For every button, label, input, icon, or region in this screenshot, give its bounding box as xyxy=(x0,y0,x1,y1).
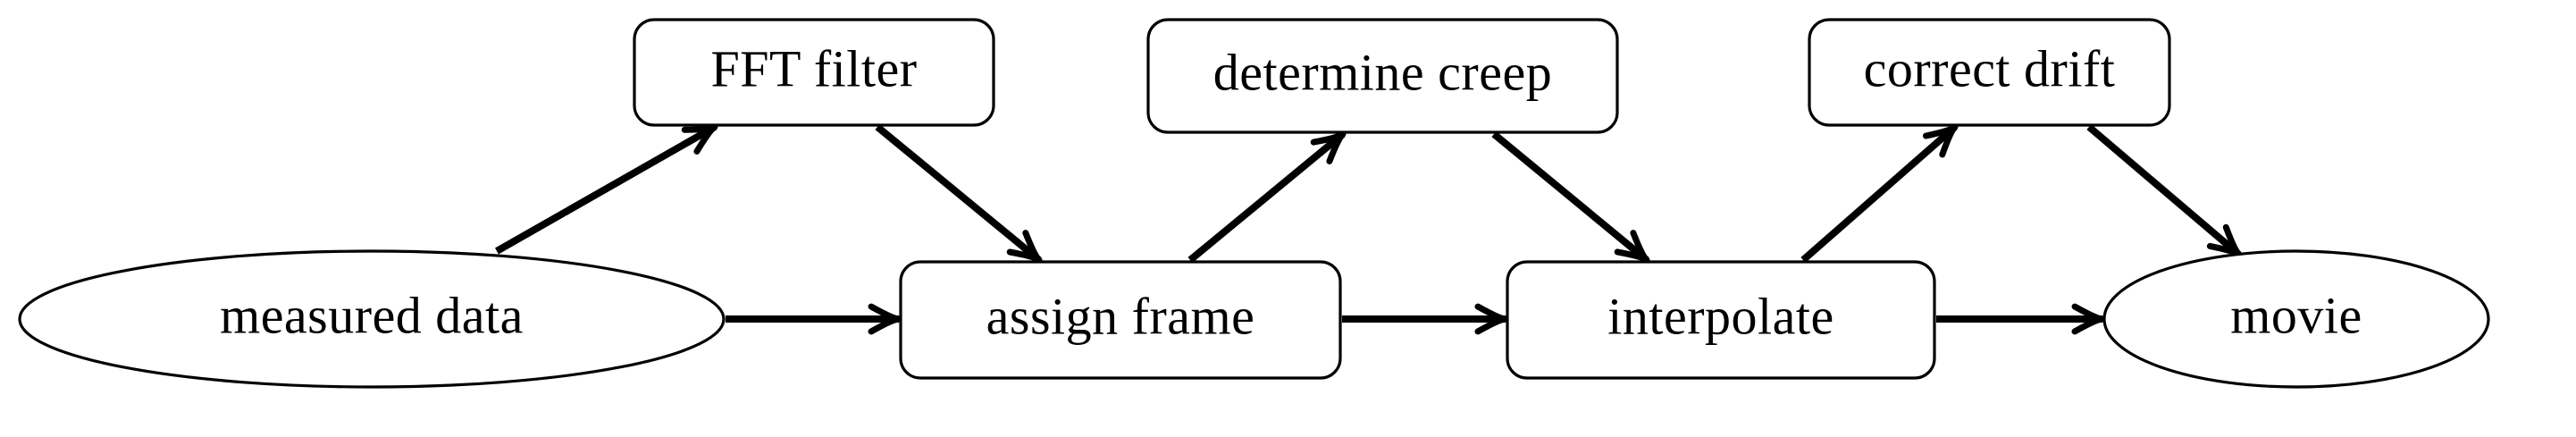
node-label: movie xyxy=(2230,286,2362,344)
node-rounded-rect-shape xyxy=(1506,260,1936,380)
edge-line xyxy=(495,123,717,255)
edge-assign-frame-to-determine-creep xyxy=(1187,130,1347,264)
node-label: assign frame xyxy=(986,287,1255,345)
node-assign-frame[interactable]: assign frame xyxy=(899,260,1342,380)
node-ellipse-shape xyxy=(18,249,726,389)
node-ellipse-shape xyxy=(2102,249,2490,389)
edge-line xyxy=(875,123,1042,264)
node-rounded-rect-shape xyxy=(1808,18,2171,127)
edge-line xyxy=(1800,123,1958,264)
edge-assign-frame-to-interpolate xyxy=(1342,303,1509,335)
node-measured-data[interactable]: measured data xyxy=(18,249,726,389)
edge-determine-creep-to-interpolate xyxy=(1491,130,1650,264)
node-rounded-rect-shape xyxy=(899,260,1342,380)
edge-interpolate-to-correct-drift xyxy=(1800,123,1959,264)
node-label: measured data xyxy=(220,286,524,344)
edge-correct-drift-to-movie xyxy=(2086,123,2243,258)
node-label: interpolate xyxy=(1607,287,1834,345)
edge-measured-data-to-fft-filter xyxy=(495,123,718,255)
edge-fft-filter-to-assign-frame xyxy=(875,123,1043,264)
arrow-head-icon xyxy=(1474,303,1509,335)
edges-layer xyxy=(495,123,2243,335)
node-movie[interactable]: movie xyxy=(2102,249,2490,389)
node-label: correct drift xyxy=(1864,39,2116,97)
arrow-head-icon xyxy=(1923,123,1959,158)
edge-line xyxy=(1491,130,1649,264)
edge-interpolate-to-movie xyxy=(1936,303,2106,335)
node-label: FFT filter xyxy=(710,39,917,97)
node-rounded-rect-shape xyxy=(1146,18,1619,134)
edge-line xyxy=(2086,123,2242,258)
node-interpolate[interactable]: interpolate xyxy=(1506,260,1936,380)
arrow-head-icon xyxy=(868,303,902,335)
node-label: determine creep xyxy=(1213,43,1552,101)
node-rounded-rect-shape xyxy=(633,18,995,127)
arrow-head-icon xyxy=(1614,230,1650,264)
arrow-head-icon xyxy=(1310,130,1347,164)
node-fft-filter[interactable]: FFT filter xyxy=(633,18,995,127)
arrow-head-icon xyxy=(2071,303,2106,335)
arrow-head-icon xyxy=(681,123,718,155)
edge-measured-data-to-assign-frame xyxy=(726,303,902,335)
node-correct-drift[interactable]: correct drift xyxy=(1808,18,2171,127)
arrow-head-icon xyxy=(1006,230,1043,264)
edge-line xyxy=(1187,130,1346,264)
nodes-layer: measured data FFT filter determine creep co… xyxy=(18,18,2490,389)
node-determine-creep[interactable]: determine creep xyxy=(1146,18,1619,134)
